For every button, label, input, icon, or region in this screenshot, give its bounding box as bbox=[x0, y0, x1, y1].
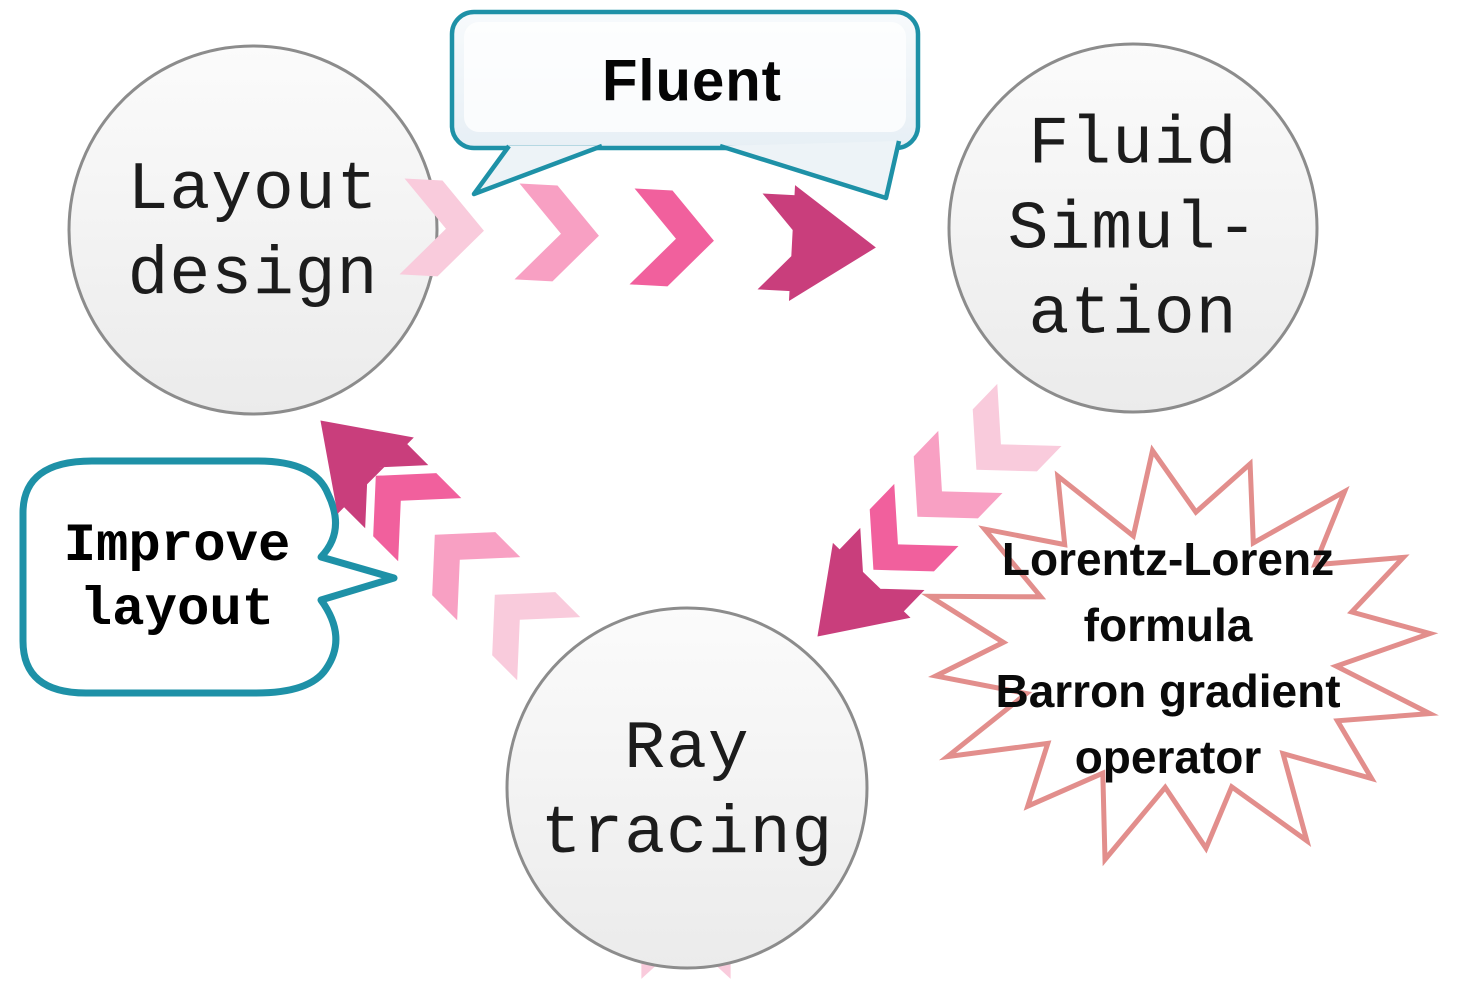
chevron-icon bbox=[514, 183, 602, 284]
node-label-layout-design: Layout design bbox=[128, 148, 379, 318]
improve-layout-bubble bbox=[19, 457, 398, 697]
arrowhead-icon bbox=[757, 183, 879, 306]
node-circle-layout-design bbox=[67, 44, 439, 416]
fluent-bubble-tail-left-outline bbox=[471, 143, 603, 197]
fluent-bubble-tail-right-fill bbox=[720, 141, 899, 198]
chevron-icon bbox=[944, 383, 1062, 501]
fluent-bubble-tail-right-outline bbox=[719, 140, 902, 201]
chevron-icon bbox=[629, 188, 717, 289]
methods-line: formula bbox=[1083, 599, 1253, 651]
node-label-ray-tracing: Ray tracing bbox=[541, 707, 834, 877]
node-line: ation bbox=[1028, 276, 1238, 354]
improve-layout-bubble-label: Improve layout bbox=[64, 515, 291, 643]
improve-line: Improve bbox=[63, 516, 291, 577]
node-line: design bbox=[127, 237, 379, 314]
node-line: Layout bbox=[127, 152, 379, 229]
methods-line: Lorentz-Lorenz bbox=[1001, 533, 1335, 585]
node-circle-ray-tracing bbox=[505, 606, 869, 970]
node-label-fluid-simulation: Fluid Simul- ation bbox=[1008, 103, 1259, 358]
methods-line: Barron gradient bbox=[995, 665, 1341, 717]
starburst-shape bbox=[921, 444, 1439, 867]
fluent-bubble-label: Fluent bbox=[602, 48, 782, 114]
fluent-bubble-inner bbox=[464, 22, 906, 132]
node-line: tracing bbox=[540, 796, 834, 873]
methods-line: operator bbox=[1074, 731, 1262, 783]
node-line: Simul- bbox=[1007, 191, 1259, 269]
arrow-layout-to-fluid bbox=[399, 178, 879, 306]
node-line: Ray bbox=[624, 711, 750, 788]
starburst-label: Lorentz-Lorenz formula Barron gradient o… bbox=[995, 526, 1340, 790]
improve-line: layout bbox=[79, 580, 275, 641]
node-line: Fluid bbox=[1028, 106, 1238, 184]
node-circle-fluid-simulation bbox=[947, 42, 1319, 414]
